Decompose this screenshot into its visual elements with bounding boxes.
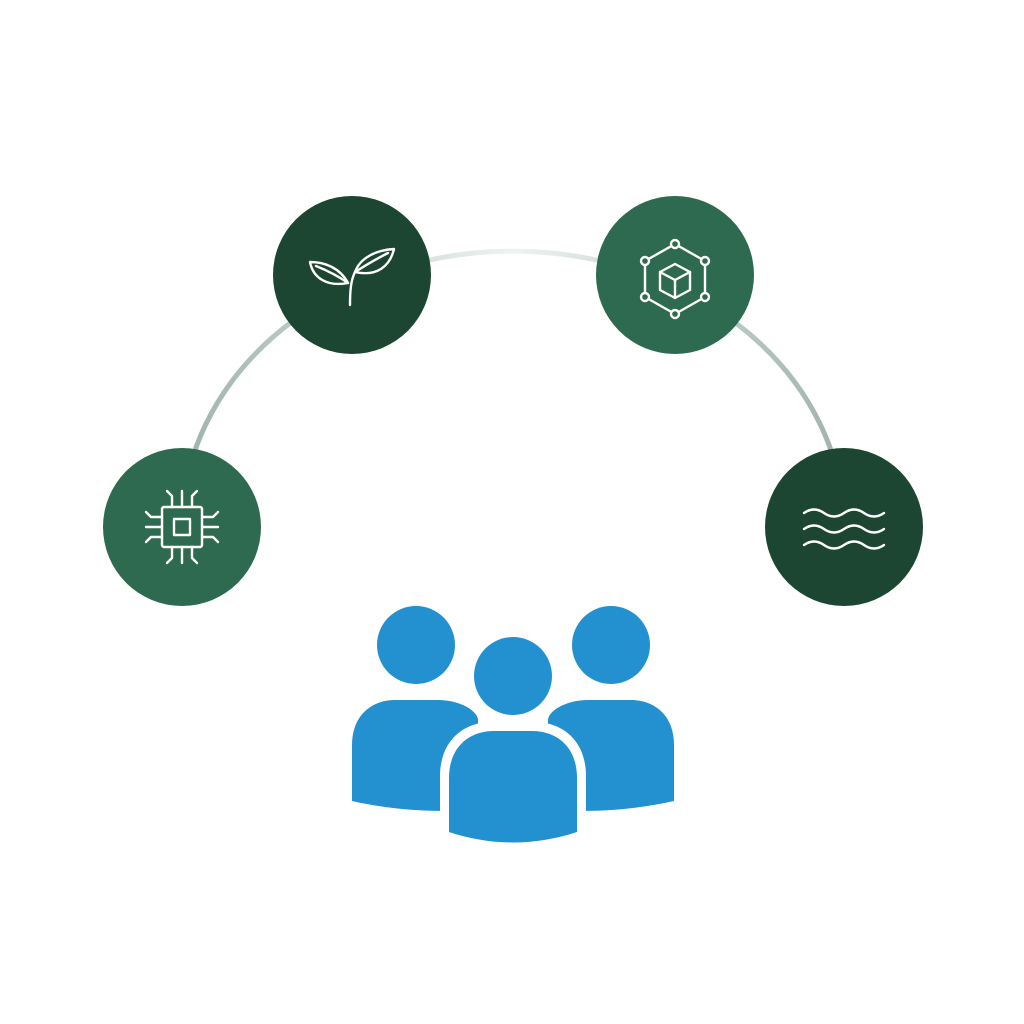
microchip-icon [144, 489, 220, 565]
waves-icon [802, 508, 886, 550]
node-nature [273, 196, 431, 354]
node-water-circle [765, 448, 923, 606]
people-group-icon [352, 606, 674, 849]
node-network-circle [596, 196, 754, 354]
node-water [765, 448, 923, 606]
node-technology-circle [103, 448, 261, 606]
connector-arc [179, 248, 847, 530]
cube-network-icon [639, 238, 711, 320]
node-network [596, 196, 754, 354]
node-technology [103, 448, 261, 606]
node-nature-circle [273, 196, 431, 354]
leaf-sprout-icon [308, 247, 396, 307]
